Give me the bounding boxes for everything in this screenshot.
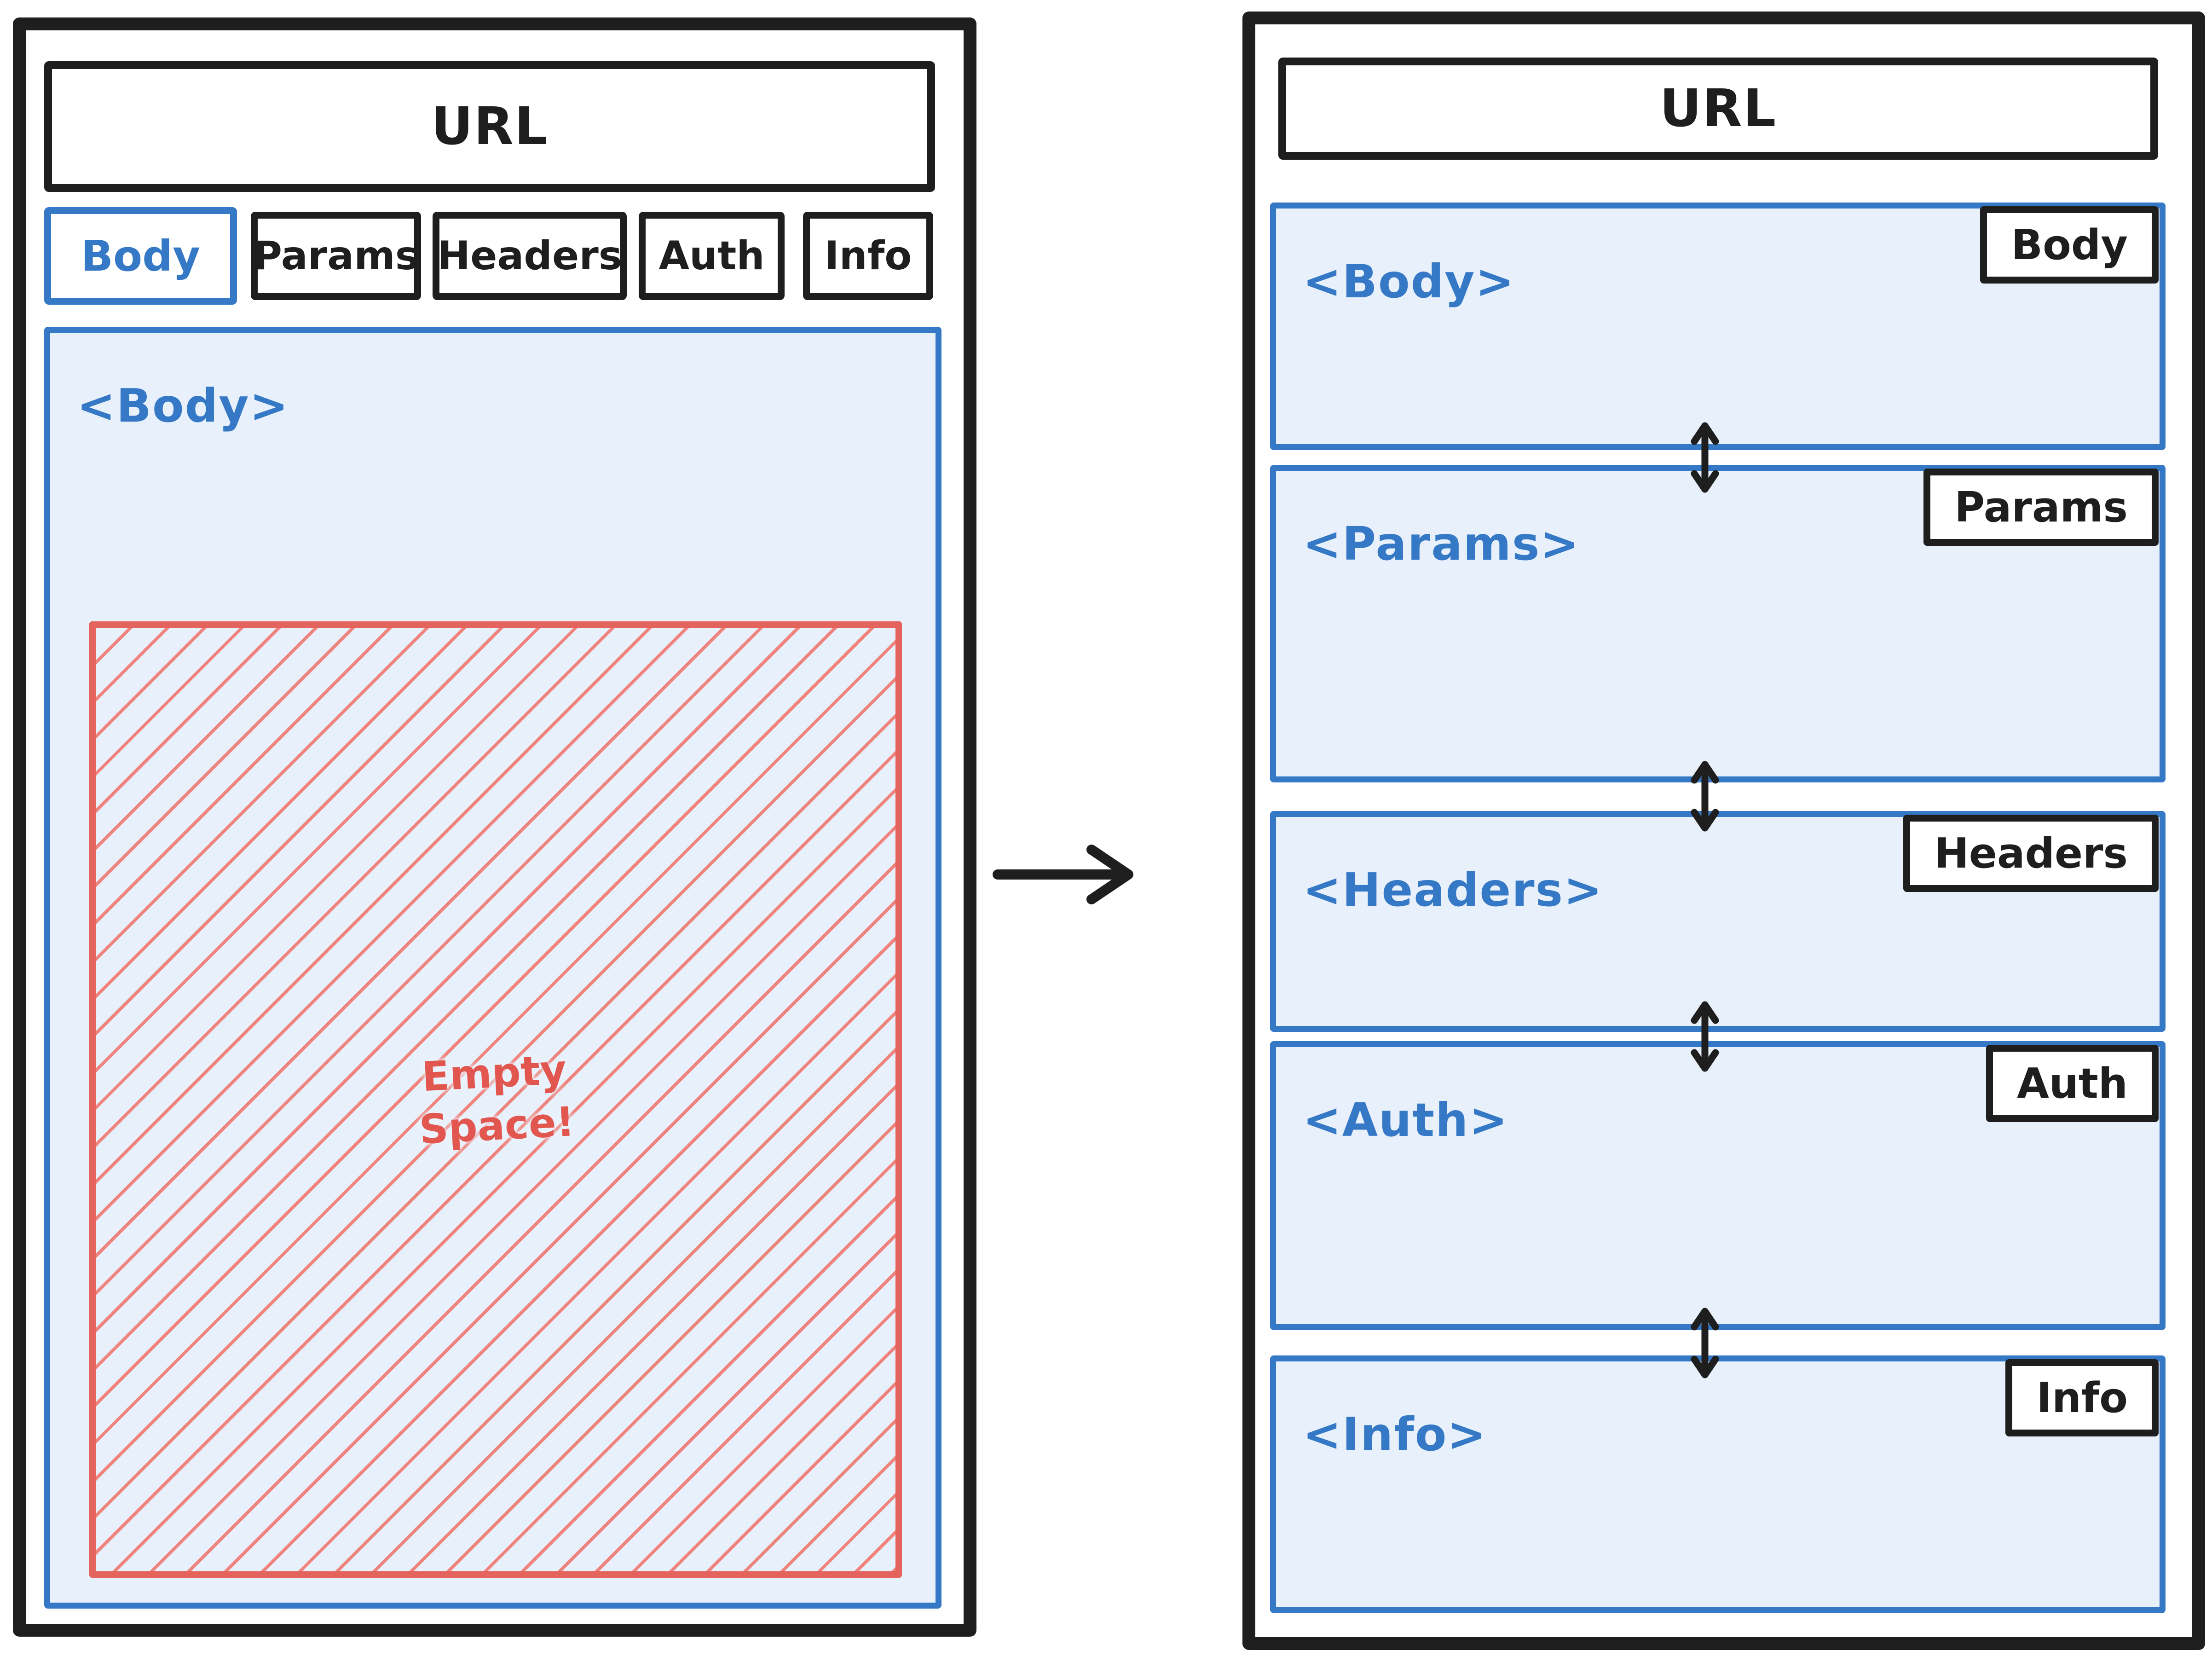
empty-space-label: Empty Space! bbox=[415, 1043, 576, 1156]
resize-handle-icon[interactable] bbox=[1684, 757, 1726, 835]
section-tag-params-text: Params bbox=[1954, 483, 2128, 532]
section-tag-auth: Auth bbox=[1986, 1045, 2159, 1122]
section-tag-body-text: Body bbox=[2011, 220, 2128, 269]
tab-headers-label: Headers bbox=[437, 233, 622, 279]
resize-handle-icon[interactable] bbox=[1684, 1304, 1726, 1382]
tab-params-label: Params bbox=[253, 233, 419, 279]
section-tag-headers-text: Headers bbox=[1934, 829, 2128, 878]
empty-space-line2: Space! bbox=[418, 1098, 576, 1153]
empty-space-region: Empty Space! bbox=[89, 621, 902, 1578]
tab-auth-label: Auth bbox=[658, 233, 765, 279]
section-tag-headers: Headers bbox=[1903, 815, 2159, 892]
url-bar[interactable]: URL bbox=[44, 61, 935, 192]
resize-handle-icon[interactable] bbox=[1684, 418, 1726, 497]
section-tag-info-text: Info bbox=[2036, 1373, 2128, 1422]
section-params-label: <Params> bbox=[1303, 517, 1580, 571]
tab-auth[interactable]: Auth bbox=[639, 212, 785, 300]
tab-info-label: Info bbox=[824, 233, 912, 279]
body-panel-label: <Body> bbox=[77, 379, 289, 433]
section-panel-auth[interactable]: <Auth> Auth bbox=[1270, 1041, 2166, 1330]
tab-body-label: Body bbox=[81, 231, 201, 281]
body-content-panel[interactable]: <Body> Empty Space! bbox=[44, 327, 941, 1609]
transform-arrow-icon bbox=[993, 845, 1133, 904]
section-tag-auth-text: Auth bbox=[2017, 1059, 2128, 1108]
url-bar-right[interactable]: URL bbox=[1278, 58, 2158, 160]
section-panel-info[interactable]: <Info> Info bbox=[1270, 1355, 2166, 1613]
tab-info[interactable]: Info bbox=[803, 212, 933, 300]
section-panel-headers[interactable]: <Headers> Headers bbox=[1270, 811, 2166, 1032]
url-label-right: URL bbox=[1659, 79, 1777, 139]
tab-params[interactable]: Params bbox=[251, 212, 421, 300]
section-info-label: <Info> bbox=[1303, 1407, 1487, 1461]
section-tag-params: Params bbox=[1923, 469, 2159, 546]
url-label: URL bbox=[431, 97, 549, 156]
resize-handle-icon[interactable] bbox=[1684, 997, 1726, 1076]
tab-headers[interactable]: Headers bbox=[433, 212, 627, 300]
section-panel-body[interactable]: <Body> Body bbox=[1270, 203, 2166, 450]
tab-body[interactable]: Body bbox=[44, 207, 237, 305]
section-panel-params[interactable]: <Params> Params bbox=[1270, 465, 2166, 782]
section-tag-info: Info bbox=[2005, 1359, 2159, 1436]
section-headers-label: <Headers> bbox=[1303, 863, 1603, 917]
section-body-label: <Body> bbox=[1303, 255, 1515, 308]
section-auth-label: <Auth> bbox=[1303, 1093, 1509, 1147]
section-tag-body: Body bbox=[1980, 206, 2159, 284]
empty-space-line1: Empty bbox=[421, 1045, 568, 1100]
